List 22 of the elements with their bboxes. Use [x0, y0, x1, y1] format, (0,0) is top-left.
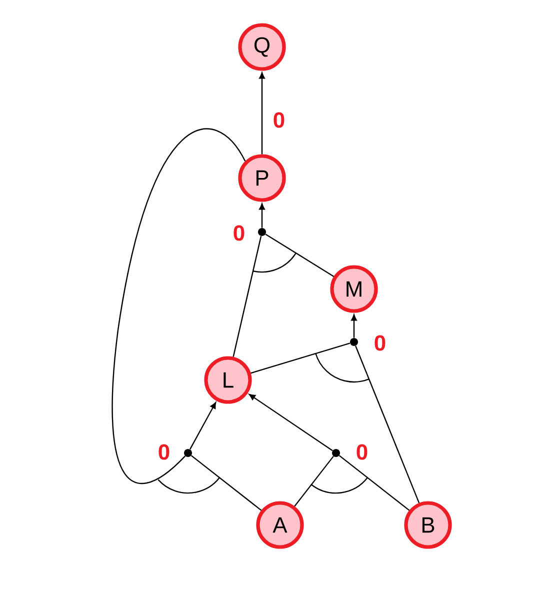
junction-dot	[350, 338, 358, 346]
connector-line	[338, 455, 410, 511]
arrow	[248, 394, 333, 452]
arrow	[259, 203, 265, 228]
junction-dot	[332, 449, 340, 457]
arrow	[259, 72, 265, 154]
junction-dot	[258, 228, 266, 236]
junction-dot	[184, 449, 192, 457]
connector-line	[294, 456, 334, 507]
arrow	[190, 402, 216, 450]
connector-line	[355, 346, 420, 504]
connector-line	[190, 455, 262, 511]
connector-line	[250, 342, 350, 374]
edge-label: 0	[274, 112, 284, 128]
arrow	[351, 314, 357, 338]
connector-line	[265, 234, 334, 277]
connector-line	[112, 128, 246, 484]
edge-label: 0	[234, 225, 244, 241]
edge-label: 0	[356, 444, 368, 460]
connector-line	[232, 236, 262, 357]
edge-label: 0	[158, 444, 170, 460]
edge-label: 0	[374, 335, 386, 351]
